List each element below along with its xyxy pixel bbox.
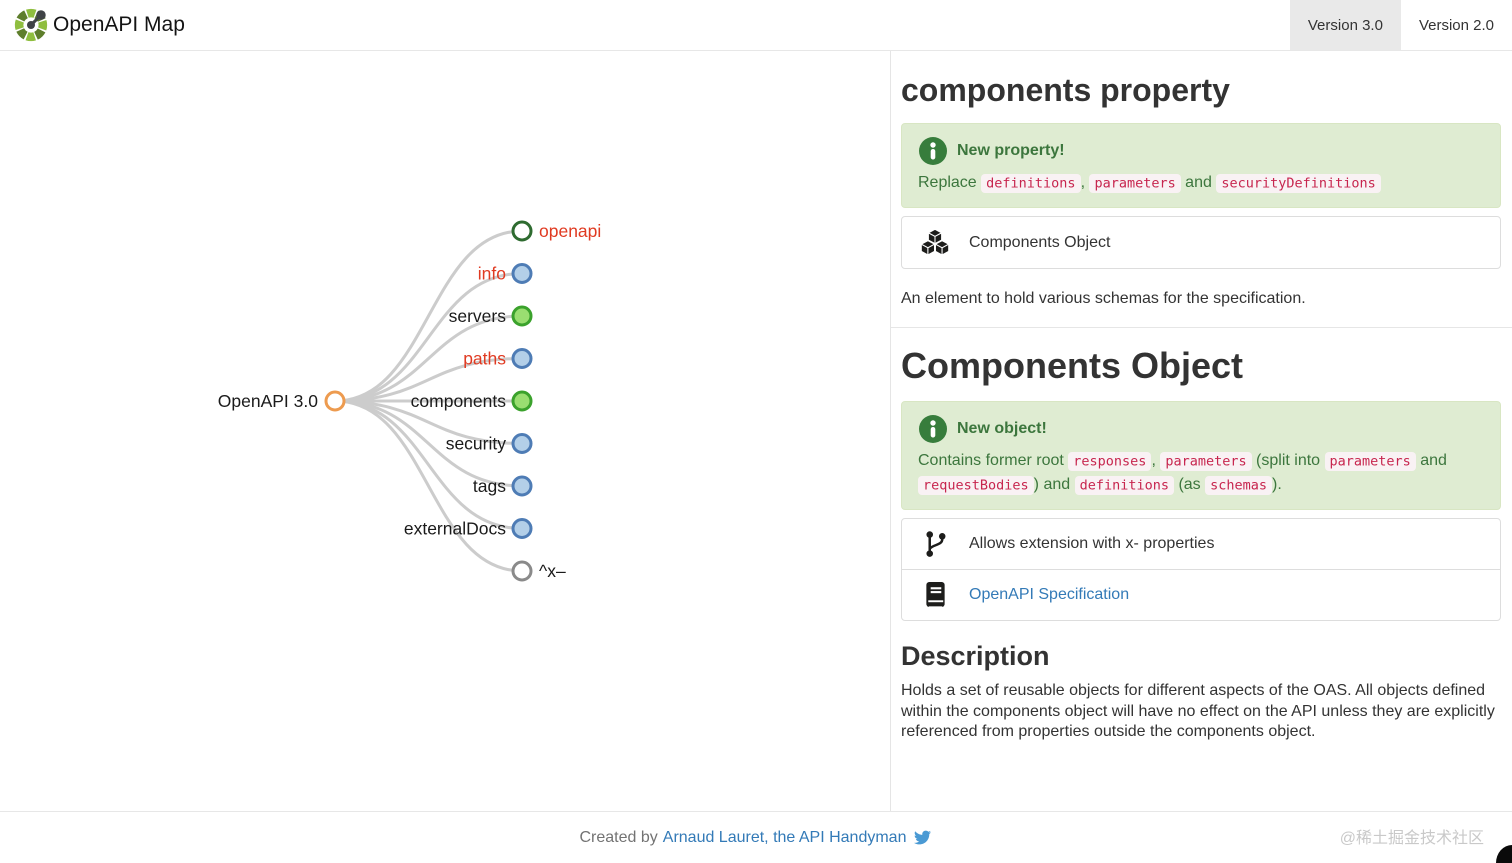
openapi-tree-diagram: OpenAPI 3.0 openapi info servers paths compon… <box>218 220 601 582</box>
info-icon <box>918 136 948 166</box>
section-divider <box>891 327 1512 328</box>
card-label: Components Object <box>969 233 1111 251</box>
svg-text:security: security <box>446 434 507 454</box>
section-title-components-property: components property <box>901 72 1230 108</box>
tab-version-2[interactable]: Version 2.0 <box>1418 16 1494 34</box>
tree-node-info[interactable]: info <box>478 263 533 284</box>
code-fork-icon <box>918 529 952 559</box>
window-corner-artifact <box>1496 845 1512 863</box>
svg-text:OpenAPI 3.0: OpenAPI 3.0 <box>218 391 318 411</box>
new-object-alert: New object! Contains former root respons… <box>901 401 1501 510</box>
code-chip: definitions <box>1074 475 1174 495</box>
tree-node-tags[interactable]: tags <box>473 475 533 497</box>
app-footer: Created by Arnaud Lauret, the API Handym… <box>0 811 1512 863</box>
tree-diagram-pane: OpenAPI 3.0 openapi info servers paths compon… <box>0 51 891 811</box>
section-title-components-object: Components Object <box>901 345 1244 386</box>
svg-text:info: info <box>478 264 506 284</box>
svg-text:^x–: ^x– <box>539 561 566 581</box>
tree-link <box>334 399 523 573</box>
tree-node-servers[interactable]: servers <box>449 305 533 327</box>
brand: OpenAPI Map <box>12 6 185 44</box>
tree-node-components[interactable]: components <box>411 390 533 412</box>
app-header: OpenAPI Map Version 3.0 Version 2.0 <box>0 0 1512 51</box>
openapi-spec-link[interactable]: OpenAPI Specification <box>969 586 1130 603</box>
tree-link <box>334 399 523 445</box>
tree-node-root[interactable]: OpenAPI 3.0 <box>218 390 346 412</box>
twitter-icon[interactable] <box>913 829 932 846</box>
tree-node-security[interactable]: security <box>446 433 533 454</box>
detail-panel: components property New property! Replac… <box>891 51 1512 811</box>
code-chip: parameters <box>1324 451 1416 471</box>
code-chip: definitions <box>981 173 1081 193</box>
alert-body: Replace definitions, parameters and secu… <box>918 171 1484 195</box>
alert-body: Contains former root responses, paramete… <box>918 451 1447 495</box>
svg-text:paths: paths <box>463 349 506 369</box>
list-item-label: Allows extension with x- properties <box>969 535 1215 552</box>
code-chip: securityDefinitions <box>1216 173 1381 193</box>
tree-node-paths[interactable]: paths <box>463 348 533 369</box>
tab-version-3[interactable]: Version 3.0 <box>1289 0 1401 50</box>
info-icon <box>918 414 948 444</box>
svg-text:servers: servers <box>449 306 507 326</box>
book-icon <box>918 580 952 610</box>
alert-title: New property! <box>957 142 1065 159</box>
list-item-spec-link: OpenAPI Specification <box>902 569 1500 620</box>
code-chip: parameters <box>1089 173 1181 193</box>
tree-link <box>334 229 523 403</box>
description-title: Description <box>901 641 1050 671</box>
tree-node-^x–[interactable]: ^x– <box>511 560 566 582</box>
object-facts-list: Allows extension with x- properties Open… <box>901 518 1501 621</box>
svg-text:externalDocs: externalDocs <box>404 519 506 539</box>
description-text: Holds a set of reusable objects for diff… <box>901 682 1495 740</box>
new-property-alert: New property! Replace definitions, param… <box>901 123 1501 208</box>
code-chip: schemas <box>1205 475 1273 495</box>
tree-link <box>334 272 523 403</box>
code-chip: responses <box>1068 451 1152 471</box>
code-chip: requestBodies <box>918 475 1034 495</box>
components-object-card: Components Object <box>901 216 1501 269</box>
tree-link <box>334 399 523 488</box>
tree-link <box>334 357 523 403</box>
tree-link <box>334 399 523 530</box>
svg-text:openapi: openapi <box>539 221 601 241</box>
app-title: OpenAPI Map <box>53 13 185 36</box>
code-chip: parameters <box>1160 451 1252 471</box>
tree-node-externalDocs[interactable]: externalDocs <box>404 518 533 539</box>
version-tabs: Version 3.0 Version 2.0 <box>1289 0 1512 50</box>
alert-title: New object! <box>957 420 1047 437</box>
tree-link <box>334 314 523 403</box>
list-item-extension: Allows extension with x- properties <box>902 519 1500 569</box>
svg-text:tags: tags <box>473 476 506 496</box>
svg-text:components: components <box>411 391 507 411</box>
author-link[interactable]: Arnaud Lauret, the API Handyman <box>662 828 907 846</box>
property-summary: An element to hold various schemas for t… <box>901 290 1306 307</box>
openapi-logo-icon <box>12 6 50 44</box>
watermark: @稀土掘金技术社区 <box>1339 830 1484 847</box>
cubes-icon <box>918 227 952 258</box>
tree-node-openapi[interactable]: openapi <box>511 220 601 242</box>
footer-credit-text: Created by <box>579 828 658 846</box>
